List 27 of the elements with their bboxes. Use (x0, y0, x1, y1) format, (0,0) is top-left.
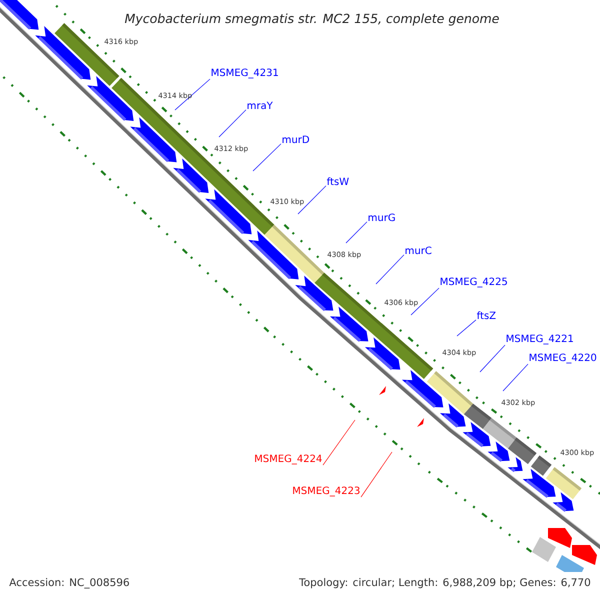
leader-line (376, 254, 404, 284)
leader-line (502, 364, 528, 392)
leader-line (174, 78, 210, 110)
gene-label: MSMEG_4225 (440, 278, 507, 288)
gene-label: mraY (248, 102, 273, 110)
gene-label: ftsW (326, 177, 349, 186)
title: Mycobacterium smegmatis str. MC2 155, complete genome (124, 14, 499, 26)
leader-line (322, 420, 356, 466)
leader-line (360, 452, 392, 498)
leader-line (346, 222, 368, 244)
leader-line (480, 344, 506, 372)
leader-line (218, 110, 246, 138)
leader-line (456, 320, 476, 336)
gene-label: MSMEG_4220 (530, 354, 596, 364)
gene-label: murG (368, 214, 395, 222)
accession-text: Accession: NC_008596 (9, 578, 129, 588)
gene-label: ftsZ (476, 311, 496, 320)
gene-label: murC (406, 246, 432, 254)
gene-label: MSMEG_4231 (212, 68, 278, 78)
gene-label: MSMEG_4224 (255, 454, 322, 464)
genome-info-text: Topology: circular; Length: 6,988,209 bp; Genes: 6,770 (299, 578, 590, 588)
gene-label: murD (282, 136, 310, 144)
leader-line (410, 288, 440, 316)
leader-line (252, 144, 282, 172)
gene-label: MSMEG_4223 (293, 486, 360, 496)
gene-label: MSMEG_4221 (506, 334, 573, 344)
leader-line (298, 186, 326, 214)
